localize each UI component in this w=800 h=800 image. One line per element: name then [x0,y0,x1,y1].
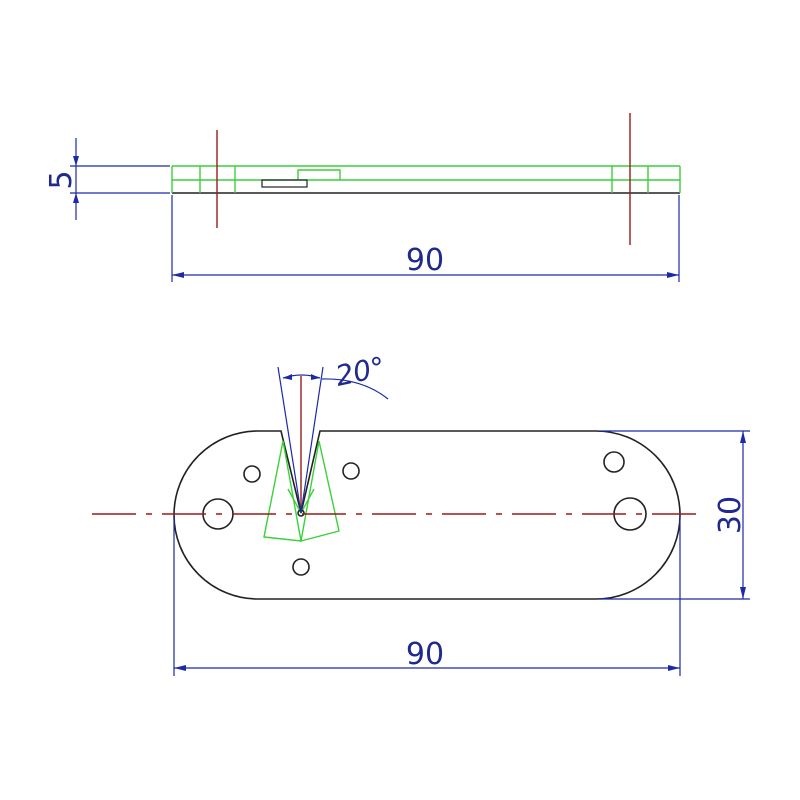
height-dimension: 30 [600,430,750,600]
hole-left-small-top [243,465,261,483]
top-view: 20° 30 90 [92,350,750,676]
top-length-dimension: 90 [173,516,681,676]
thickness-dimension: 5 [44,138,170,220]
top-length-label: 90 [406,637,444,672]
side-length-dimension: 90 [171,195,680,282]
angle-label: 20° [333,350,388,393]
thickness-label: 5 [44,170,79,189]
hole-right-small-top [603,451,625,473]
top-view-outline [173,430,681,600]
height-label: 30 [713,496,748,534]
hole-center-small-bottom [292,558,310,576]
sharpener-insert-profile [263,440,340,542]
side-view-plate [171,165,681,194]
hole-center-small-top [342,462,360,480]
side-view: 5 90 [44,113,681,282]
side-length-label: 90 [406,243,444,278]
